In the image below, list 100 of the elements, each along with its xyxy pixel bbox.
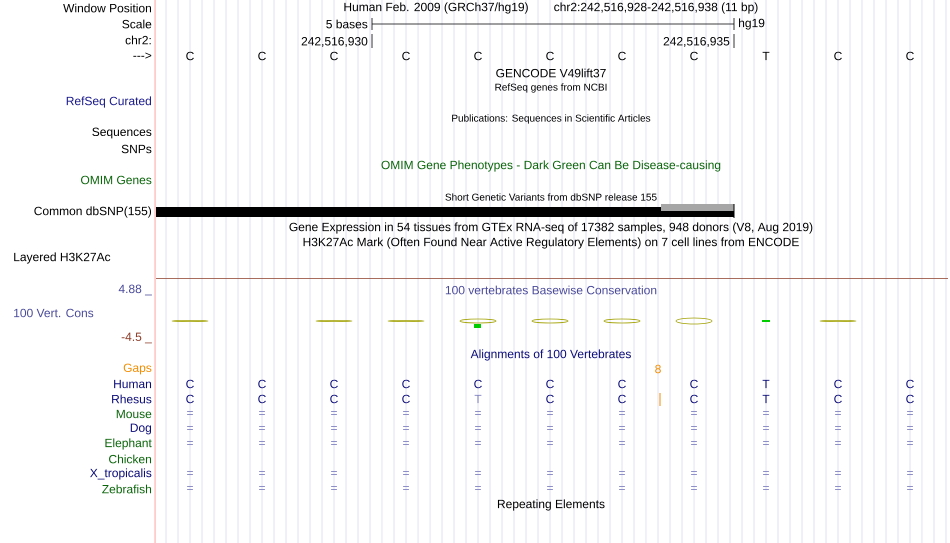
alignment-mark: = <box>475 411 481 415</box>
alignment-mark: = <box>331 441 337 445</box>
coordinate-label: 242,516,930 <box>302 37 368 47</box>
base-letter: C <box>330 380 338 388</box>
base-letter: C <box>258 394 266 404</box>
base-letter: C <box>690 52 698 60</box>
alignment-mark: = <box>907 426 913 430</box>
alignment-mark: = <box>547 486 553 490</box>
base-letter: C <box>906 52 914 60</box>
track-title: Gene Expression in 54 tissues from GTEx RNA-seq of 17382 samples, 948 donors (V8, Aug 2019) <box>289 222 812 234</box>
base-letter: C <box>402 380 410 388</box>
alignment-mark: = <box>259 426 265 430</box>
base-letter: C <box>690 380 698 388</box>
alignment-mark: = <box>763 471 769 475</box>
alignment-mark: = <box>403 471 409 475</box>
axis-value: -4.5 _ <box>122 332 152 344</box>
track-label: ---> <box>133 52 152 59</box>
track-label: Mouse <box>116 410 152 418</box>
alignment-mark: = <box>907 471 913 475</box>
alignment-mark: = <box>259 471 265 475</box>
alignment-mark: = <box>331 471 337 475</box>
track-title: H3K27Ac Mark (Often Found Near Active Regulatory Elements) on 7 cell lines from ENCODE <box>304 237 799 249</box>
base-letter: C <box>546 380 554 388</box>
alignment-mark: = <box>835 486 841 490</box>
base-letter: C <box>546 394 554 404</box>
alignment-mark: = <box>331 426 337 430</box>
base-letter: C <box>330 394 338 404</box>
base-letter: C <box>906 380 914 388</box>
track-label: chr2: <box>126 36 151 44</box>
track-label: Zebrafish <box>102 484 152 494</box>
track-title: chr2:242,516,928-242,516,938 (11 bp) <box>554 2 758 14</box>
alignment-mark: = <box>835 411 841 415</box>
track-label: Rhesus <box>112 394 152 404</box>
track-label: 100 Vert. Cons <box>14 308 94 318</box>
alignment-mark: = <box>907 486 913 490</box>
track-label: Window Position <box>63 4 151 12</box>
track-label: SNPs <box>122 144 152 154</box>
base-letter: C <box>834 380 842 388</box>
base-letter: C <box>906 394 914 404</box>
base-letter: C <box>834 394 842 404</box>
alignment-mark: = <box>547 441 553 445</box>
alignment-mark: = <box>763 411 769 415</box>
alignment-mark: = <box>691 471 697 475</box>
alignment-mark: = <box>547 471 553 475</box>
base-letter: C <box>186 394 194 404</box>
alignment-mark: = <box>187 486 193 490</box>
track-label: Common dbSNP(155) <box>34 206 152 218</box>
alignment-mark: = <box>403 426 409 430</box>
alignment-mark: = <box>619 486 625 490</box>
alignment-mark: = <box>619 441 625 445</box>
base-letter: C <box>186 52 194 60</box>
base-letter: C <box>402 52 410 60</box>
alignment-mark: = <box>619 471 625 475</box>
alignment-mark: = <box>907 441 913 445</box>
alignment-mark: = <box>691 441 697 445</box>
scale-label: hg19 <box>739 18 764 30</box>
alignment-mark: = <box>691 426 697 430</box>
alignment-mark: = <box>547 411 553 415</box>
track-title: Short Genetic Variants from dbSNP release 155 <box>445 193 657 201</box>
track-title: RefSeq genes from NCBI <box>495 83 606 93</box>
base-letter: C <box>402 394 410 404</box>
scale-label: 5 bases <box>326 20 368 28</box>
alignment-mark: = <box>835 426 841 430</box>
alignment-mark: = <box>763 486 769 490</box>
alignment-mark: = <box>187 441 193 445</box>
track-title: 100 vertebrates Basewise Conservation <box>446 286 656 294</box>
alignment-mark: = <box>331 486 337 490</box>
alignment-mark: = <box>547 426 553 430</box>
alignment-mark: = <box>187 471 193 475</box>
track-label: Gaps <box>124 364 152 374</box>
base-letter: C <box>330 52 338 60</box>
track-label: Dog <box>130 424 152 434</box>
track-title: OMIM Gene Phenotypes - Dark Green Can Be Disease-causing <box>382 160 720 172</box>
base-letter: C <box>546 52 554 60</box>
track-title: GENCODE V49lift37 <box>496 68 606 78</box>
track-label: OMIM Genes <box>81 176 152 184</box>
alignment-mark: = <box>475 426 481 430</box>
base-letter: T <box>762 394 770 404</box>
track-label: Sequences <box>92 128 152 138</box>
alignment-mark: = <box>259 486 265 490</box>
alignment-mark: = <box>835 441 841 445</box>
alignment-mark: = <box>259 411 265 415</box>
base-letter: C <box>618 394 626 404</box>
track-label: Scale <box>122 20 152 28</box>
base-letter: C <box>258 52 266 60</box>
alignment-mark: = <box>259 441 265 445</box>
alignment-mark: = <box>187 411 193 415</box>
alignment-mark: = <box>475 441 481 445</box>
alignment-mark: = <box>475 471 481 475</box>
track-label: Chicken <box>109 454 152 464</box>
alignment-mark: = <box>187 426 193 430</box>
base-letter: C <box>690 394 698 404</box>
coordinate-label: 242,516,935 <box>664 37 730 47</box>
alignment-mark: = <box>619 426 625 430</box>
alignment-mark: = <box>619 411 625 415</box>
alignment-mark: = <box>691 486 697 490</box>
alignment-mark: = <box>475 486 481 490</box>
track-label: Human <box>114 380 152 388</box>
track-title: Repeating Elements <box>498 499 605 511</box>
alignment-mark: = <box>763 426 769 430</box>
